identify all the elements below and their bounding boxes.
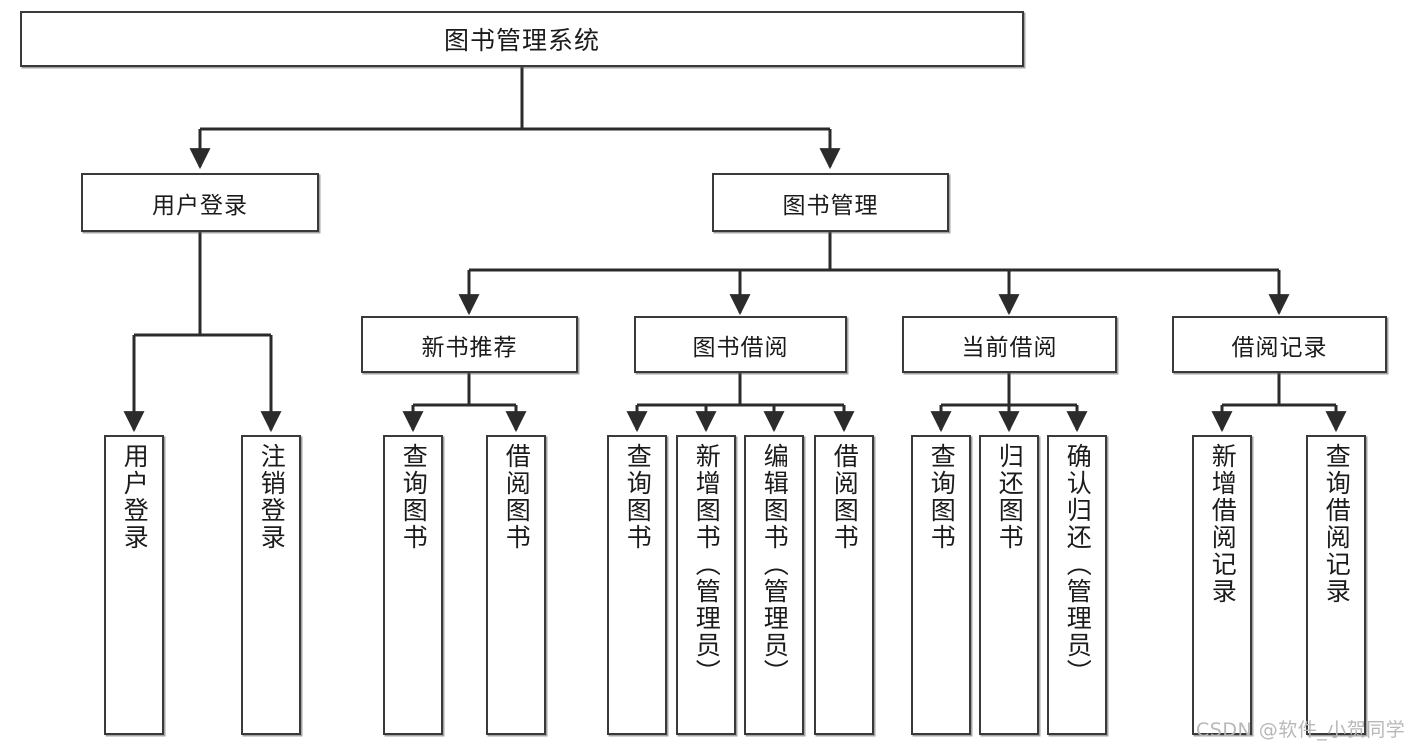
node-leaf-borrow-book-1-label: 借阅图书 [502, 443, 532, 551]
node-leaf-return-book-label: 归还图书 [995, 443, 1025, 551]
node-current-borrow[interactable]: 当前借阅 [902, 316, 1117, 373]
node-leaf-user-login-label: 用户登录 [120, 443, 150, 551]
node-leaf-query-book-2-label: 查询图书 [623, 443, 653, 551]
node-book-borrow-label: 图书借阅 [692, 334, 789, 361]
node-borrow-record-label: 借阅记录 [1231, 334, 1328, 361]
node-user-login[interactable]: 用户登录 [81, 173, 319, 232]
node-leaf-confirm-return-label: 确认归还（管理员） [1063, 443, 1093, 686]
node-leaf-add-book-label: 新增图书（管理员） [692, 443, 722, 686]
node-current-borrow-label: 当前借阅 [961, 334, 1058, 361]
node-leaf-edit-book[interactable]: 编辑图书（管理员） [744, 435, 804, 735]
node-leaf-add-book[interactable]: 新增图书（管理员） [676, 435, 736, 735]
node-leaf-user-logout-label: 注销登录 [257, 443, 287, 551]
node-leaf-borrow-book-1[interactable]: 借阅图书 [486, 435, 546, 735]
node-leaf-user-logout[interactable]: 注销登录 [241, 435, 301, 735]
node-leaf-query-book-3-label: 查询图书 [927, 443, 957, 551]
node-borrow-record[interactable]: 借阅记录 [1172, 316, 1387, 373]
node-leaf-user-login[interactable]: 用户登录 [104, 435, 164, 735]
node-leaf-confirm-return[interactable]: 确认归还（管理员） [1047, 435, 1107, 735]
node-user-login-label: 用户登录 [152, 192, 248, 219]
node-new-book-recommend[interactable]: 新书推荐 [361, 316, 578, 373]
node-leaf-add-record[interactable]: 新增借阅记录 [1192, 435, 1252, 735]
node-leaf-query-book-3[interactable]: 查询图书 [911, 435, 971, 735]
node-leaf-query-book-2[interactable]: 查询图书 [607, 435, 667, 735]
node-leaf-query-book-1[interactable]: 查询图书 [383, 435, 443, 735]
node-leaf-query-record-label: 查询借阅记录 [1322, 443, 1352, 605]
node-new-book-recommend-label: 新书推荐 [421, 334, 518, 361]
csdn-watermark: CSDN @软件_小贺同学 [1196, 719, 1405, 741]
node-book-manage-label: 图书管理 [782, 192, 879, 219]
node-root-label: 图书管理系统 [443, 26, 600, 55]
node-book-borrow[interactable]: 图书借阅 [634, 316, 847, 373]
node-leaf-return-book[interactable]: 归还图书 [979, 435, 1039, 735]
node-leaf-borrow-book-2[interactable]: 借阅图书 [814, 435, 874, 735]
node-leaf-add-record-label: 新增借阅记录 [1208, 443, 1238, 605]
node-leaf-query-record[interactable]: 查询借阅记录 [1306, 435, 1366, 735]
node-leaf-query-book-1-label: 查询图书 [399, 443, 429, 551]
node-leaf-edit-book-label: 编辑图书（管理员） [760, 443, 790, 686]
node-book-manage[interactable]: 图书管理 [712, 173, 949, 232]
node-root[interactable]: 图书管理系统 [20, 11, 1024, 67]
node-leaf-borrow-book-2-label: 借阅图书 [830, 443, 860, 551]
